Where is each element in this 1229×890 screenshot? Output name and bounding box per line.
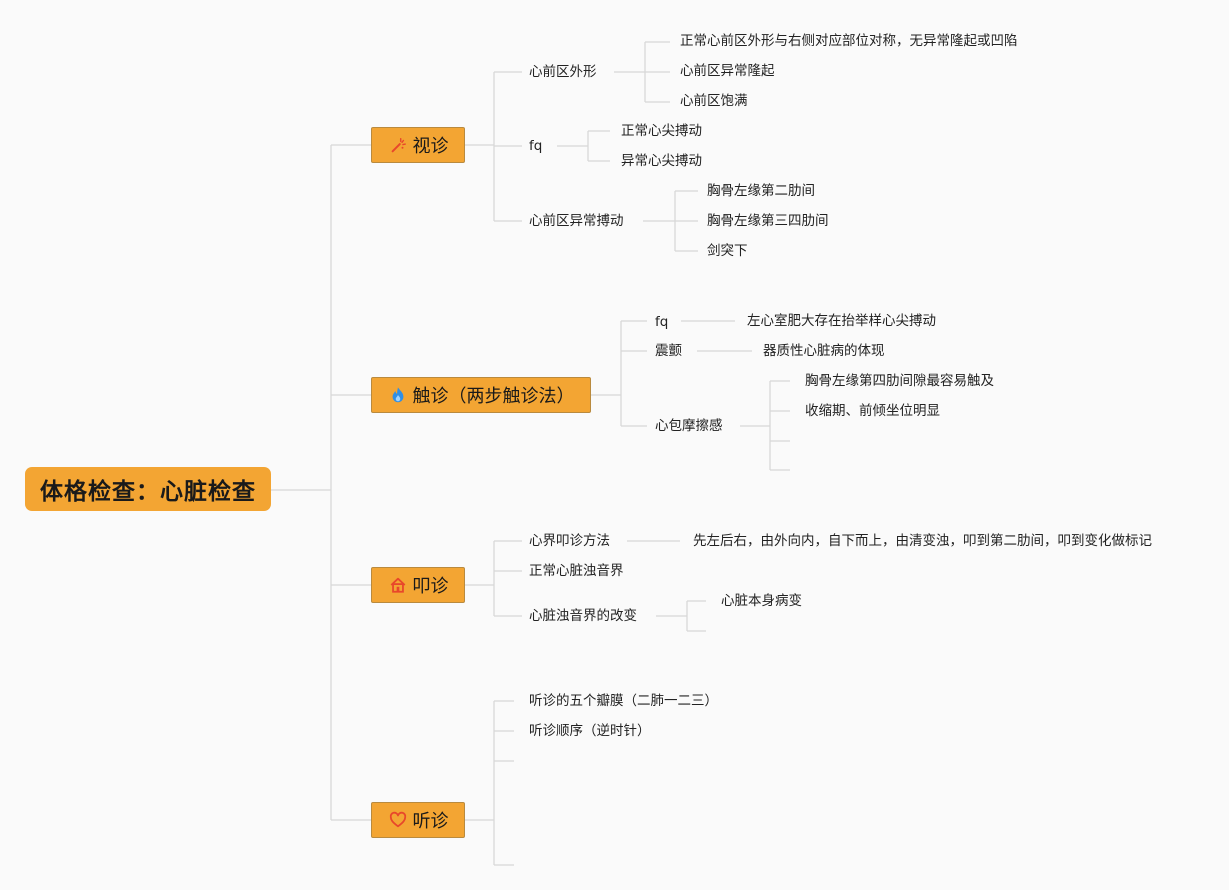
heart-icon (388, 810, 408, 830)
leaf-topic[interactable]: 正常心尖搏动 (621, 123, 702, 139)
branch-label: 听诊 (412, 811, 449, 832)
subtopic[interactable]: fq (529, 138, 543, 154)
leaf-topic[interactable]: 心前区饱满 (680, 93, 748, 109)
leaf-topic[interactable]: 左心室肥大存在抬举样心尖搏动 (747, 313, 936, 329)
root-topic[interactable]: 体格检查：心脏检查 (25, 467, 271, 511)
leaf-topic[interactable]: 先左后右，由外向内，自下而上，由清变浊，叩到第二肋间，叩到变化做标记 (693, 533, 1152, 549)
branch-percussion[interactable]: 叩诊 (371, 567, 465, 603)
leaf-topic[interactable]: 异常心尖搏动 (621, 153, 702, 169)
subtopic[interactable]: fq (655, 314, 669, 330)
leaf-topic[interactable]: 器质性心脏病的体现 (763, 343, 885, 359)
fire-icon (388, 385, 408, 405)
subtopic[interactable]: 正常心脏浊音界 (529, 563, 624, 579)
branch-label: 叩诊 (412, 576, 449, 597)
subtopic[interactable]: 震颤 (655, 343, 682, 359)
leaf-topic[interactable]: 收缩期、前倾坐位明显 (805, 403, 940, 419)
leaf-topic[interactable]: 正常心前区外形与右侧对应部位对称，无异常隆起或凹陷 (680, 33, 1018, 49)
subtopic[interactable]: 心界叩诊方法 (529, 533, 610, 549)
leaf-topic[interactable]: 胸骨左缘第三四肋间 (707, 213, 829, 229)
subtopic[interactable]: 听诊的五个瓣膜（二肺一二三） (529, 693, 718, 709)
leaf-topic[interactable]: 心前区异常隆起 (680, 63, 775, 79)
leaf-topic[interactable]: 胸骨左缘第二肋间 (707, 183, 815, 199)
magic-wand-icon (388, 135, 408, 155)
branch-label: 视诊 (412, 136, 449, 157)
leaf-topic[interactable]: 剑突下 (707, 243, 748, 259)
branch-palpation[interactable]: 触诊（两步触诊法） (371, 377, 591, 413)
subtopic[interactable]: 听诊顺序（逆时针） (529, 723, 651, 739)
subtopic[interactable]: 心包摩擦感 (655, 418, 723, 434)
subtopic[interactable]: 心前区外形 (529, 64, 597, 80)
subtopic[interactable]: 心前区异常搏动 (529, 213, 624, 229)
home-icon (388, 575, 408, 595)
branch-label: 触诊（两步触诊法） (412, 386, 575, 407)
branch-auscultation[interactable]: 听诊 (371, 802, 465, 838)
leaf-topic[interactable]: 胸骨左缘第四肋间隙最容易触及 (805, 373, 994, 389)
branch-inspection[interactable]: 视诊 (371, 127, 465, 163)
leaf-topic[interactable]: 心脏本身病变 (721, 593, 802, 609)
subtopic[interactable]: 心脏浊音界的改变 (529, 608, 637, 624)
